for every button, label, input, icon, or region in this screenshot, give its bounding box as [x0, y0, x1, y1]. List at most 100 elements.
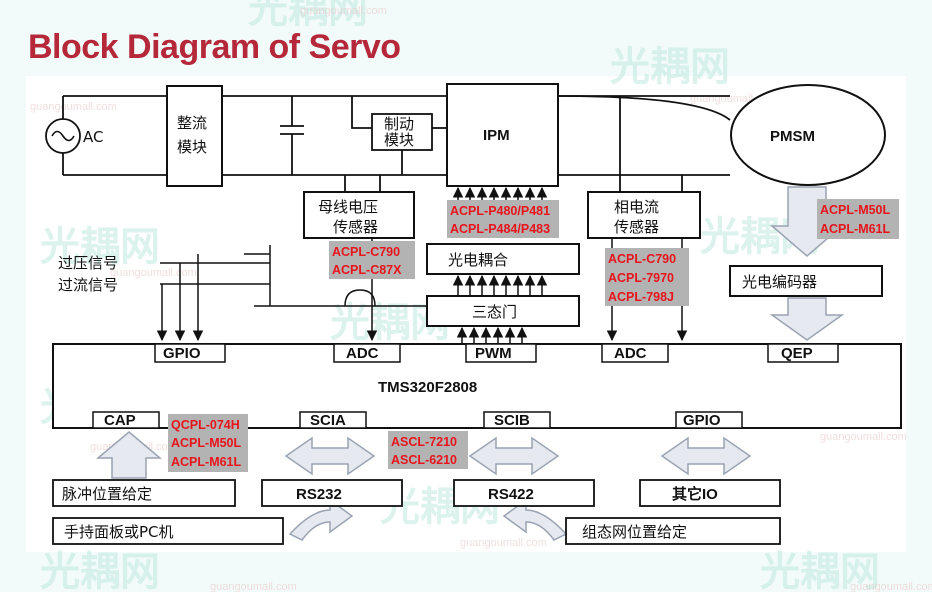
- rs232-bidirectional-arrow: [284, 436, 376, 476]
- opto-input-arrows: [452, 274, 548, 296]
- scada-label: 组态网位置给定: [582, 523, 687, 541]
- port-gpio-bottom-label: GPIO: [683, 412, 721, 429]
- sci-tag-bg: [388, 431, 468, 469]
- watermark-text: 光耦网: [610, 44, 730, 90]
- encoder-label: 光电编码器: [742, 273, 817, 291]
- ipm-tag-line-2: ACPL-P484/P483: [450, 222, 550, 236]
- port-scib: [483, 411, 551, 429]
- ipm-block: [446, 83, 559, 187]
- scada-curved-arrow: [502, 498, 568, 541]
- encoder-block: [729, 265, 883, 297]
- brake-label-1: 制动: [384, 115, 414, 133]
- watermark-url: guangoumall.com: [30, 101, 117, 113]
- watermark-text: 光耦网: [40, 224, 160, 270]
- port-cap-label: CAP: [104, 412, 136, 429]
- bus-sensor-label-2: 传感器: [333, 218, 378, 236]
- rs232-label: RS232: [296, 486, 342, 503]
- io-bidirectional-arrow: [660, 436, 752, 476]
- watermark-url: guangoumall.com: [300, 5, 387, 17]
- phase-tag-line-2: ACPL-7970: [608, 271, 674, 285]
- bus-voltage-sensor: [303, 191, 415, 239]
- port-qep: [767, 343, 839, 363]
- watermark-text: 光耦网: [760, 549, 880, 592]
- port-adc-right: [601, 343, 669, 363]
- rs422-box: [453, 479, 595, 507]
- phase-tag-bg: [605, 248, 689, 306]
- ipm-label: IPM: [483, 127, 510, 144]
- pulse-position-label: 脉冲位置给定: [62, 485, 152, 503]
- bus-sensor-label-1: 母线电压: [318, 198, 378, 216]
- overcurrent-label: 过流信号: [58, 276, 118, 294]
- encoder-tag-bg: [817, 199, 899, 239]
- phase-tag-line-1: ACPL-C790: [608, 252, 676, 266]
- port-adc-left: [333, 343, 401, 363]
- watermark-text: 光耦网: [40, 549, 160, 592]
- ac-label: AC: [83, 128, 103, 146]
- ipm-tag-bg: [447, 200, 559, 238]
- pmsm-label: PMSM: [770, 128, 815, 145]
- overvoltage-label: 过压信号: [58, 254, 118, 272]
- encoder-tag-line-1: ACPL-M50L: [820, 203, 891, 217]
- handheld-label: 手持面板或PC机: [64, 523, 174, 541]
- rs422-label: RS422: [488, 486, 534, 503]
- handheld-box: [52, 517, 284, 545]
- bus-tag-bg: [329, 241, 415, 279]
- rectifier-label-2: 模块: [177, 138, 207, 156]
- part-number-tags: ACPL-P480/P481 ACPL-P484/P483 ACPL-C790 …: [168, 199, 899, 472]
- rectifier-block: [166, 85, 223, 187]
- cap-tag-line-3: ACPL-M61L: [171, 455, 242, 469]
- port-adc-right-label: ADC: [614, 345, 647, 362]
- port-cap: [92, 411, 160, 429]
- sci-tag-line-2: ASCL-6210: [391, 453, 457, 467]
- port-qep-label: QEP: [781, 345, 813, 362]
- sine-wave-icon: [51, 130, 75, 142]
- port-pwm-label: PWM: [475, 345, 512, 362]
- port-gpio-top-label: GPIO: [163, 345, 201, 362]
- optocoupler-block: [426, 243, 580, 275]
- watermark-url: guangoumall.com: [210, 581, 297, 592]
- watermark-text: 光耦网: [248, 0, 368, 32]
- port-pwm: [465, 343, 537, 363]
- rs232-box: [261, 479, 403, 507]
- port-adc-left-label: ADC: [346, 345, 379, 362]
- tristate-block: [426, 295, 580, 327]
- rs422-bidirectional-arrow: [468, 436, 560, 476]
- sci-tag-line-1: ASCL-7210: [391, 435, 457, 449]
- other-io-label: 其它IO: [672, 485, 718, 503]
- phase-sensor-label-1: 相电流: [614, 198, 659, 216]
- port-scia: [299, 411, 367, 429]
- port-scia-label: SCIA: [310, 412, 346, 429]
- bus-tag-line-1: ACPL-C790: [332, 245, 400, 259]
- fault-wiring: [160, 245, 427, 307]
- watermark-url: guangoumall.com: [460, 537, 547, 549]
- page-title: Block Diagram of Servo: [28, 28, 401, 66]
- watermark-url: guangoumall.com: [850, 581, 932, 592]
- cap-tag-line-2: ACPL-M50L: [171, 436, 242, 450]
- tristate-label: 三态门: [472, 303, 517, 321]
- optocoupler-label: 光电耦合: [448, 251, 508, 269]
- dsp-label: TMS320F2808: [378, 379, 477, 396]
- rectifier-label-1: 整流: [177, 114, 207, 132]
- pulse-up-arrow: [95, 431, 163, 479]
- scada-box: [565, 517, 781, 545]
- watermark-url: guangoumall.com: [820, 431, 907, 443]
- dsp-ports: GPIO ADC PWM ADC QEP CAP SCIA SCIB GPIO: [92, 343, 839, 429]
- phase-sensor-label-2: 传感器: [614, 218, 659, 236]
- ipm-tag-line-1: ACPL-P480/P481: [450, 204, 550, 218]
- encoder-tag-line-2: ACPL-M61L: [820, 222, 891, 236]
- phase-tag-line-3: ACPL-798J: [608, 290, 674, 304]
- other-io-box: [639, 479, 781, 507]
- pmsm-motor: [730, 84, 886, 186]
- bus-tag-line-2: ACPL-C87X: [332, 263, 402, 277]
- pulse-position-box: [52, 479, 236, 507]
- port-gpio-bottom: [675, 411, 743, 429]
- phase-current-sensor: [587, 191, 701, 239]
- power-wiring: [62, 95, 731, 192]
- cap-tag-line-1: QCPL-074H: [171, 418, 240, 432]
- watermark-url: guangoumall.com: [110, 267, 197, 279]
- port-scib-label: SCIB: [494, 412, 530, 429]
- brake-block: [371, 113, 433, 151]
- handheld-curved-arrow: [288, 498, 354, 541]
- port-gpio-top: [154, 343, 226, 363]
